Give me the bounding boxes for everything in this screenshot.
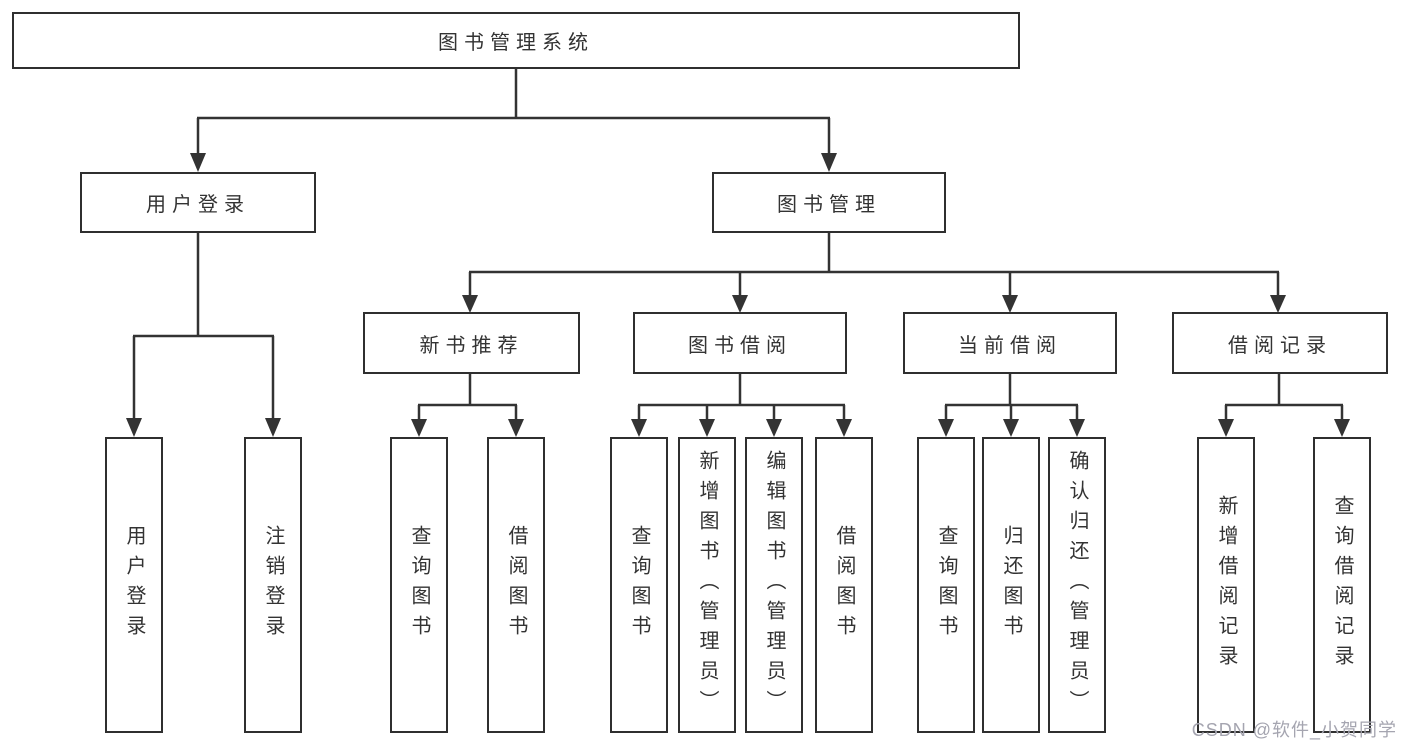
node-book-management: 图书管理 — [712, 172, 946, 233]
leaf-confirm-return-admin-label: 确认归还（管理员） — [1066, 450, 1088, 720]
node-root-label: 图书管理系统 — [438, 32, 594, 54]
leaf-add-book-admin: 新增图书（管理员） — [678, 437, 736, 733]
leaf-logout-label: 注销登录 — [262, 525, 284, 645]
node-root-system: 图书管理系统 — [12, 12, 1020, 69]
leaf-borrow-books-label: 借阅图书 — [833, 525, 855, 645]
leaf-confirm-return-admin: 确认归还（管理员） — [1048, 437, 1106, 733]
leaf-return-books: 归还图书 — [982, 437, 1040, 733]
connector-borrow-records-to-leaves — [1218, 374, 1350, 437]
leaf-query-borrow-record-label: 查询借阅记录 — [1331, 495, 1353, 675]
leaf-logout: 注销登录 — [244, 437, 302, 733]
node-borrow-records: 借阅记录 — [1172, 312, 1388, 374]
node-borrow-records-label: 借阅记录 — [1228, 334, 1332, 357]
leaf-borrow-books-recommend: 借阅图书 — [487, 437, 545, 733]
connector-user-login-to-leaves — [126, 233, 281, 437]
node-current-borrowing: 当前借阅 — [903, 312, 1117, 374]
leaf-borrow-books: 借阅图书 — [815, 437, 873, 733]
node-current-borrowing-label: 当前借阅 — [958, 334, 1062, 357]
node-book-management-label: 图书管理 — [777, 194, 881, 216]
leaf-return-books-label: 归还图书 — [1000, 525, 1022, 645]
node-book-borrowing: 图书借阅 — [633, 312, 847, 374]
leaf-edit-book-admin-label: 编辑图书（管理员） — [763, 450, 785, 720]
leaf-query-books-current-label: 查询图书 — [935, 525, 957, 645]
leaf-query-books-current: 查询图书 — [917, 437, 975, 733]
leaf-add-borrow-record: 新增借阅记录 — [1197, 437, 1255, 733]
leaf-user-login: 用户登录 — [105, 437, 163, 733]
leaf-query-borrow-record: 查询借阅记录 — [1313, 437, 1371, 733]
leaf-query-books-borrow: 查询图书 — [610, 437, 668, 733]
connector-new-book-to-leaves — [411, 374, 524, 437]
connector-book-borrow-to-leaves — [631, 374, 852, 437]
node-book-borrowing-label: 图书借阅 — [688, 334, 792, 357]
csdn-watermark: CSDN @软件_小贺同学 — [1191, 720, 1397, 740]
leaf-edit-book-admin: 编辑图书（管理员） — [745, 437, 803, 733]
leaf-user-login-label: 用户登录 — [123, 525, 145, 645]
node-new-book-recommend-label: 新书推荐 — [419, 334, 524, 357]
leaf-add-book-admin-label: 新增图书（管理员） — [696, 450, 718, 720]
leaf-query-books-borrow-label: 查询图书 — [628, 525, 650, 645]
node-user-login: 用户登录 — [80, 172, 316, 233]
leaf-add-borrow-record-label: 新增借阅记录 — [1215, 495, 1237, 675]
leaf-query-books-recommend: 查询图书 — [390, 437, 448, 733]
connector-book-management-to-level3 — [462, 233, 1286, 313]
connector-current-borrow-to-leaves — [938, 374, 1085, 437]
connector-root-to-level2 — [190, 69, 837, 172]
leaf-borrow-books-recommend-label: 借阅图书 — [505, 525, 527, 645]
node-new-book-recommend: 新书推荐 — [363, 312, 580, 374]
leaf-query-books-recommend-label: 查询图书 — [408, 525, 430, 645]
node-user-login-label: 用户登录 — [146, 194, 250, 216]
